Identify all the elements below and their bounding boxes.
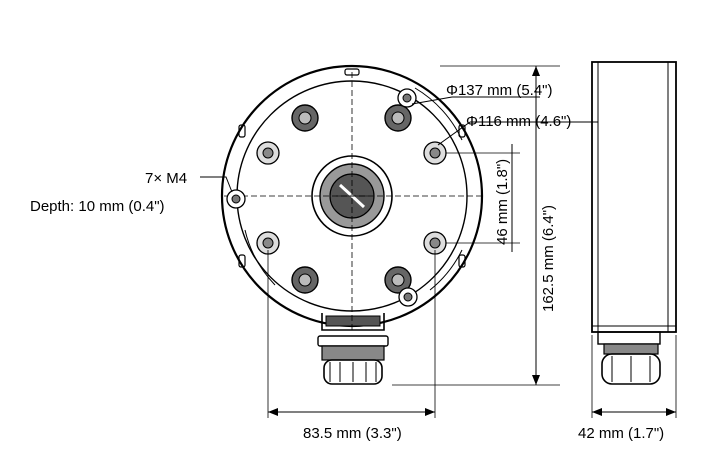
depth-label: Depth: 10 mm (0.4") [30,198,165,215]
width-label: 83.5 mm (3.3") [303,425,402,442]
rim-slot-left-top [238,124,246,138]
side-width-label: 42 mm (1.7") [578,425,664,442]
front-view [220,64,484,385]
boss-top-left [291,104,319,132]
m4-hole-left [226,189,246,209]
boss-bottom-right [384,266,412,294]
hole-right-lower [423,231,447,255]
rim-slot-left-bottom [238,254,246,268]
hole-right-upper [423,141,447,165]
m4-hole-top-right [397,88,417,108]
rim-slot-right-bottom [458,254,466,268]
rim-slot-right-top [458,124,466,138]
outer-diameter-label: Φ137 mm (5.4") [446,82,553,99]
boss-top-right [384,104,412,132]
cable-exit-collar [321,313,385,331]
inner-diameter-label: Φ116 mm (4.6") [466,113,571,130]
cable-gland [317,335,389,385]
cable-exit-thread [325,315,381,327]
side-body [591,61,677,333]
dimension-lines [200,65,598,418]
m4-hole-bottom-right [398,287,418,307]
screw-leader [200,176,233,193]
hole-spacing-label: 46 mm (1.8") [494,159,511,245]
height-label: 162.5 mm (6.4") [540,205,557,312]
screws-label: 7× M4 [145,170,187,187]
side-view [591,61,677,418]
side-gland [603,343,659,355]
hole-left-upper [256,141,280,165]
boss-bottom-left [291,266,319,294]
